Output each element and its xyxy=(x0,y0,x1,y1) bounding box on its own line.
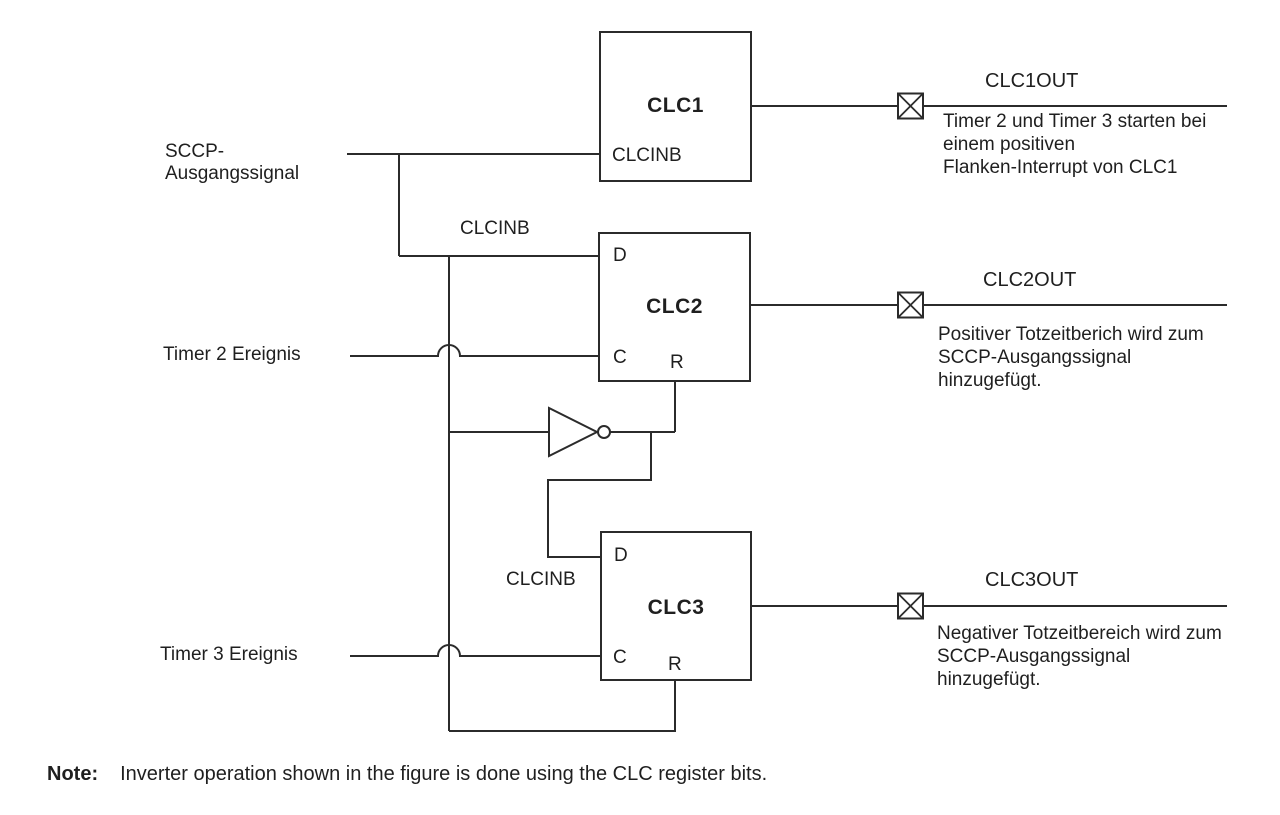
clc3out-description-line2: SCCP-Ausgangssignal xyxy=(937,646,1131,667)
figure-note-text: Inverter operation shown in the figure i… xyxy=(120,763,768,785)
block-clc3-pin-r: R xyxy=(668,654,682,675)
clc2out-description: Positiver Totzeitberich wird zum SCCP-Au… xyxy=(938,323,1204,392)
output-node-clc2-icon xyxy=(897,291,924,319)
block-clc2: D CLC2 C R xyxy=(598,232,751,382)
figure-note: Note: Inverter operation shown in the fig… xyxy=(47,761,767,787)
output-node-clc1-icon xyxy=(897,92,924,120)
block-clc3-pin-d: D xyxy=(614,545,628,566)
block-clc2-title: CLC2 xyxy=(646,295,703,318)
wire-timer2-input xyxy=(350,344,598,357)
figure-note-label: Note: xyxy=(47,763,99,785)
clc3out-label: CLC3OUT xyxy=(985,569,1079,591)
block-clc3: D CLC3 C R xyxy=(600,531,752,681)
inverter-gate-icon xyxy=(548,406,600,458)
block-clc1-pin-clcinb: CLCINB xyxy=(612,145,682,166)
block-clc2-pin-r: R xyxy=(670,352,684,373)
sccp-signal-label: SCCP- Ausgangssignal xyxy=(165,141,299,185)
block-clc2-pin-c: C xyxy=(613,347,627,368)
clc1out-description: Timer 2 und Timer 3 starten bei einem po… xyxy=(943,110,1206,179)
block-clc2-pin-d: D xyxy=(613,245,627,266)
clc1out-label: CLC1OUT xyxy=(985,70,1079,92)
wire-bottom-to-clc3-r xyxy=(449,681,676,732)
clc3out-description: Negativer Totzeitbereich wird zum SCCP-A… xyxy=(937,622,1222,691)
clcinb-net-label-bottom: CLCINB xyxy=(506,569,576,590)
block-clc1-title: CLC1 xyxy=(647,94,704,117)
clc2out-description-line3: hinzugefügt. xyxy=(938,370,1042,391)
block-clc3-title: CLC3 xyxy=(647,596,705,619)
clc2out-label: CLC2OUT xyxy=(983,269,1077,291)
clc1out-description-line1: Timer 2 und Timer 3 starten bei xyxy=(943,111,1207,132)
clc1out-description-line2: einem positiven xyxy=(943,134,1076,155)
clc2out-description-line2: SCCP-Ausgangssignal xyxy=(938,347,1132,368)
sccp-signal-label-line2: Ausgangssignal xyxy=(165,163,300,184)
clc2out-description-line1: Positiver Totzeitberich wird zum xyxy=(938,324,1204,345)
clc3out-description-line1: Negativer Totzeitbereich wird zum xyxy=(937,623,1222,644)
sccp-signal-label-line1: SCCP- xyxy=(165,141,225,162)
output-node-clc3-icon xyxy=(897,592,924,620)
block-clc3-pin-c: C xyxy=(613,647,627,668)
clcinb-net-label-top: CLCINB xyxy=(460,218,530,239)
timer2-event-label: Timer 2 Ereignis xyxy=(163,344,301,365)
wire-crossfeed-to-clc3-d xyxy=(547,432,652,558)
clc3out-description-line3: hinzugefügt. xyxy=(937,669,1041,690)
clc1out-description-line3: Flanken-Interrupt von CLC1 xyxy=(943,157,1178,178)
block-clc1: CLC1 CLCINB xyxy=(599,31,752,182)
inverter-bubble-icon xyxy=(597,425,611,439)
timer3-event-label: Timer 3 Ereignis xyxy=(160,644,298,665)
wire-timer3-input xyxy=(350,644,600,657)
